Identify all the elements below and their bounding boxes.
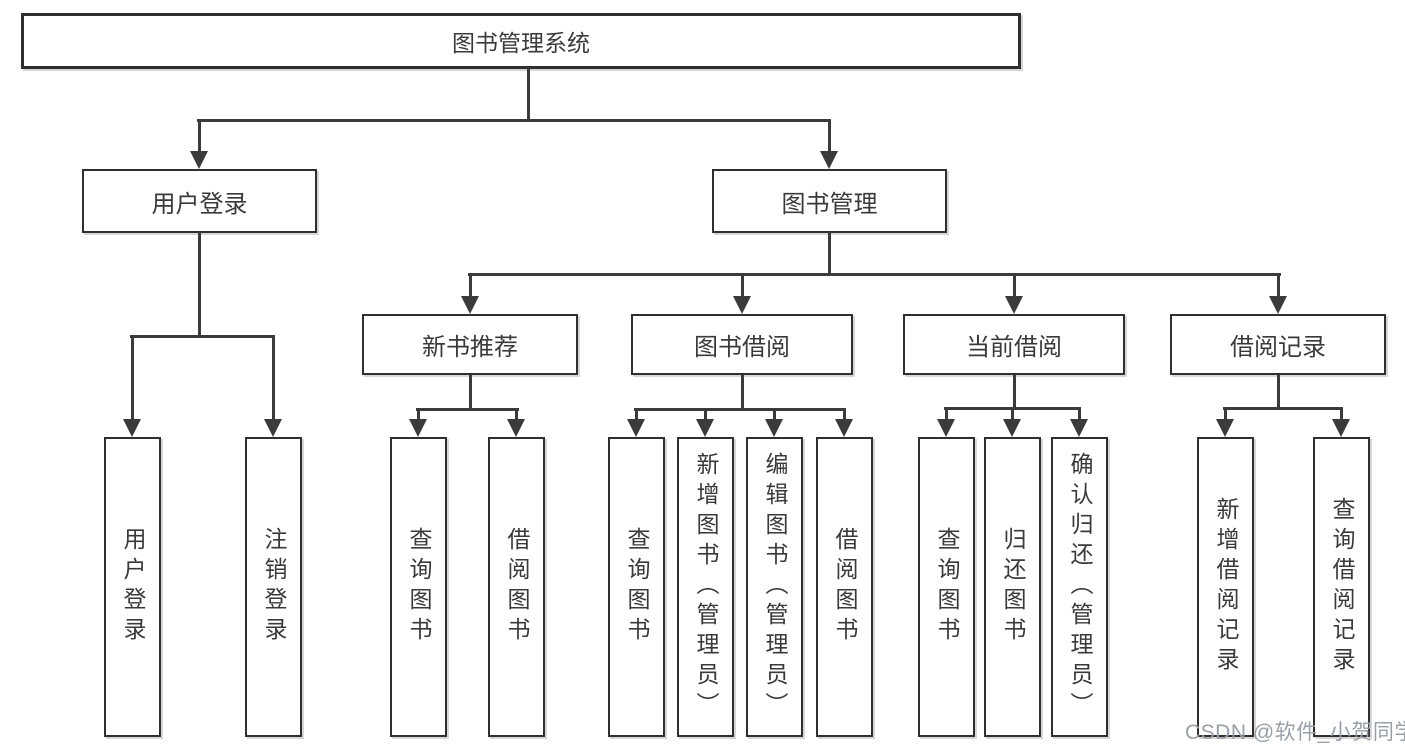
leaf-query-books-borrowing: 查询图书 (608, 437, 665, 737)
leaf-query-books-current: 查询图书 (918, 437, 975, 737)
connector-branch (197, 119, 831, 122)
arrow-down-icon (461, 296, 479, 314)
node-current-borrowing: 当前借阅 (903, 314, 1125, 375)
leaf-query-books-recommend: 查询图书 (390, 437, 447, 737)
connector-stem (1277, 375, 1280, 408)
leaf-label: 借阅图书 (504, 527, 530, 647)
connector-arrow-stem (704, 408, 707, 419)
node-library-management-system: 图书管理系统 (21, 13, 1021, 69)
leaf-label: 用户登录 (120, 527, 146, 647)
arrow-down-icon (1003, 419, 1021, 437)
connector-arrow-stem (131, 335, 134, 419)
arrow-down-icon (1070, 419, 1088, 437)
node-label: 新书推荐 (422, 334, 518, 361)
arrow-down-icon (1269, 296, 1287, 314)
node-user-login: 用户登录 (82, 169, 317, 233)
connector-stem (469, 375, 472, 409)
leaf-confirm-return-admin: 确认归还（管理员） (1051, 437, 1108, 737)
arrow-down-icon (1005, 296, 1023, 314)
connector-arrow-stem (741, 273, 744, 296)
node-label: 图书管理系统 (452, 30, 590, 56)
node-new-book-recommend: 新书推荐 (362, 314, 578, 375)
connector-arrow-stem (843, 408, 846, 419)
connector-arrow-stem (417, 408, 420, 419)
node-borrowing-records: 借阅记录 (1170, 314, 1386, 375)
connector-branch (416, 408, 519, 411)
leaf-label: 新增借阅记录 (1213, 497, 1239, 677)
connector-arrow-stem (198, 119, 201, 151)
leaf-query-borrow-record: 查询借阅记录 (1313, 437, 1370, 737)
leaf-add-books-admin: 新增图书（管理员） (677, 437, 734, 737)
leaf-label: 查询图书 (934, 527, 960, 647)
connector-arrow-stem (773, 408, 776, 419)
arrow-down-icon (937, 419, 955, 437)
node-label: 图书管理 (781, 190, 878, 218)
arrow-down-icon (1216, 419, 1234, 437)
leaf-logout: 注销登录 (245, 437, 302, 737)
connector-arrow-stem (828, 119, 831, 151)
connector-arrow-stem (1224, 407, 1227, 419)
arrow-down-icon (507, 419, 525, 437)
arrow-down-icon (835, 419, 853, 437)
arrow-down-icon (696, 419, 714, 437)
arrow-down-icon (1332, 419, 1350, 437)
connector-arrow-stem (1011, 407, 1014, 419)
connector-branch (468, 273, 1281, 276)
connector-stem (1013, 375, 1016, 408)
connector-branch (1223, 407, 1343, 410)
leaf-label: 借阅图书 (832, 527, 858, 647)
csdn-watermark: CSDN @软件_小贺同学 (1185, 721, 1405, 744)
connector-stem (198, 232, 201, 336)
arrow-down-icon (123, 419, 141, 437)
connector-arrow-stem (1340, 407, 1343, 419)
connector-arrow-stem (945, 407, 948, 419)
connector-arrow-stem (635, 408, 638, 419)
leaf-edit-books-admin: 编辑图书（管理员） (746, 437, 803, 737)
connector-stem (741, 375, 744, 409)
leaf-borrow-books-recommend: 借阅图书 (488, 437, 545, 737)
arrow-down-icon (264, 419, 282, 437)
node-label: 借阅记录 (1230, 334, 1326, 361)
node-label: 图书借阅 (694, 334, 790, 361)
connector-branch (130, 335, 275, 338)
leaf-return-books: 归还图书 (984, 437, 1041, 737)
leaf-label: 归还图书 (1000, 527, 1026, 647)
arrow-down-icon (820, 151, 838, 169)
node-book-management: 图书管理 (712, 169, 947, 233)
node-book-borrowing: 图书借阅 (631, 314, 853, 375)
leaf-label: 确认归还（管理员） (1067, 452, 1093, 722)
leaf-label: 查询借阅记录 (1329, 497, 1355, 677)
connector-branch (634, 408, 846, 411)
leaf-label: 查询图书 (624, 527, 650, 647)
connector-arrow-stem (1078, 407, 1081, 419)
leaf-label: 新增图书（管理员） (693, 452, 719, 722)
leaf-label: 注销登录 (261, 527, 287, 647)
arrow-down-icon (409, 419, 427, 437)
leaf-borrow-books: 借阅图书 (816, 437, 873, 737)
connector-arrow-stem (1013, 273, 1016, 296)
arrow-down-icon (190, 151, 208, 169)
arrow-down-icon (765, 419, 783, 437)
node-label: 用户登录 (151, 190, 248, 218)
connector-arrow-stem (515, 408, 518, 419)
arrow-down-icon (733, 296, 751, 314)
connector-arrow-stem (272, 335, 275, 419)
leaf-label: 编辑图书（管理员） (762, 452, 788, 722)
connector-stem (828, 232, 831, 274)
connector-arrow-stem (469, 273, 472, 296)
leaf-label: 查询图书 (406, 527, 432, 647)
leaf-user-login: 用户登录 (104, 437, 161, 737)
connector-arrow-stem (1277, 273, 1280, 296)
node-label: 当前借阅 (966, 334, 1062, 361)
arrow-down-icon (627, 419, 645, 437)
connector-stem (527, 68, 530, 120)
leaf-add-borrow-record: 新增借阅记录 (1197, 437, 1254, 737)
